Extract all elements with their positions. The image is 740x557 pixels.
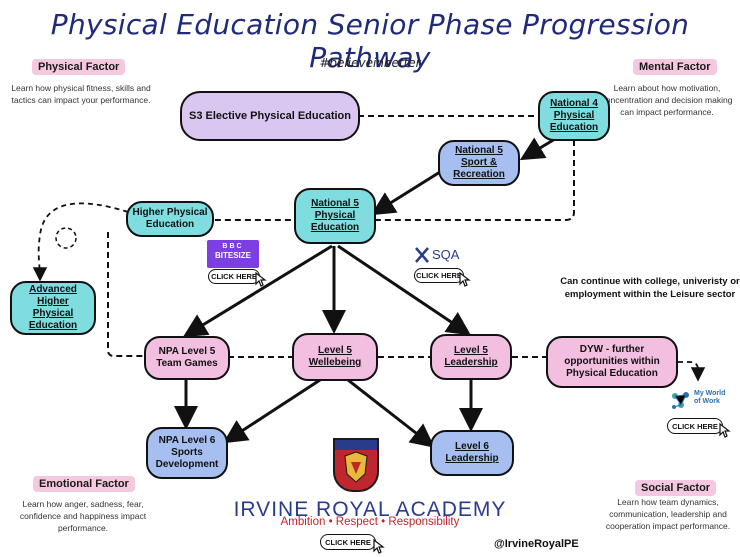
decorative-loop xyxy=(55,227,77,249)
connector-higher-npa5 xyxy=(107,232,146,357)
node-s3-elective: S3 Elective Physical Education xyxy=(180,91,360,141)
social-handle: @IrvineRoyalPE xyxy=(494,538,579,550)
connector-higher-advhigher xyxy=(32,202,129,282)
physical-factor-badge: Physical Factor xyxy=(32,57,126,75)
mental-factor-title: Mental Factor xyxy=(633,59,717,75)
arrow-l5well-npa6 xyxy=(222,378,321,444)
bitesize-click-button[interactable]: CLICK HERE xyxy=(208,269,260,284)
continue-note: Can continue with college, univeristy or… xyxy=(560,276,740,300)
node-higher-pe: Higher Physical Education xyxy=(126,201,214,237)
social-factor-title: Social Factor xyxy=(635,480,717,496)
mental-factor-desc: Learn about how motivation, concentratio… xyxy=(601,83,733,117)
sqa-logo[interactable]: SQA xyxy=(414,245,464,265)
crest-emblem-icon xyxy=(335,440,377,483)
hashtag: #believeinbetter xyxy=(319,56,421,70)
sqa-cross-icon xyxy=(415,247,429,263)
node-national4: National 4 Physical Education xyxy=(538,91,610,141)
physical-factor-desc: Learn how physical fitness, skills and t… xyxy=(11,83,151,105)
node-level5-leadership: Level 5 Leadership xyxy=(430,334,512,380)
bitesize-logo-text: BITESIZE xyxy=(214,251,251,260)
physical-factor-title: Physical Factor xyxy=(32,59,126,75)
emotional-factor-badge: Emotional Factor xyxy=(33,474,135,492)
arrow-n5pe-l5lead xyxy=(337,244,471,336)
cursor-icon xyxy=(255,271,267,287)
connector-n4-higher xyxy=(210,140,575,221)
myworld-click-button[interactable]: CLICK HERE xyxy=(667,418,723,434)
node-npa-level6: NPA Level 6 Sports Development xyxy=(146,427,228,479)
social-factor-badge: Social Factor xyxy=(635,478,717,496)
node-national5-sport: National 5 Sport & Recreation xyxy=(438,140,520,186)
bbc-bitesize-logo[interactable]: BBC BITESIZE xyxy=(207,240,259,268)
emotional-factor-desc: Learn how anger, sadness, fear, confiden… xyxy=(19,499,147,533)
node-national5-pe: National 5 Physical Education xyxy=(294,188,376,244)
arrow-n5sport-n5pe xyxy=(370,170,441,216)
network-people-icon xyxy=(672,392,689,409)
node-level5-wellbeing: Level 5 Wellebeing xyxy=(292,333,378,381)
emotional-factor-title: Emotional Factor xyxy=(33,476,135,492)
node-npa-level5: NPA Level 5 Team Games xyxy=(144,336,230,380)
mental-factor-badge: Mental Factor xyxy=(633,57,717,75)
academy-name: IRVINE ROYAL ACADEMY xyxy=(233,498,507,521)
cursor-icon xyxy=(373,538,385,554)
node-advanced-higher: Advanced Higher Physical Education xyxy=(10,281,96,335)
bbc-logo-text: BBC xyxy=(222,243,244,250)
arrow-l5well-l6lead xyxy=(347,378,435,448)
cursor-icon xyxy=(719,422,731,438)
my-world-of-work-logo[interactable]: My World of Work xyxy=(670,388,730,414)
page-title: Physical Education Senior Phase Progress… xyxy=(50,8,690,74)
node-dyw: DYW - further opportunities within Physi… xyxy=(546,336,678,388)
connector-dyw-myworld xyxy=(678,361,706,382)
cursor-icon xyxy=(459,271,471,287)
arrow-n4-n5sport xyxy=(519,137,556,161)
academy-click-button[interactable]: CLICK HERE xyxy=(320,534,376,550)
arrow-n5pe-npa5 xyxy=(182,244,333,338)
my-world-of-work-text: My World of Work xyxy=(694,390,726,405)
academy-crest xyxy=(333,438,379,492)
social-factor-desc: Learn how team dynamics, communication, … xyxy=(605,497,731,531)
sqa-click-button[interactable]: CLICK HERE xyxy=(414,268,464,283)
sqa-logo-text: SQA xyxy=(432,247,460,262)
node-level6-leadership: Level 6 Leadership xyxy=(430,430,514,476)
academy-motto: Ambition • Respect • Responsibility xyxy=(280,516,460,528)
